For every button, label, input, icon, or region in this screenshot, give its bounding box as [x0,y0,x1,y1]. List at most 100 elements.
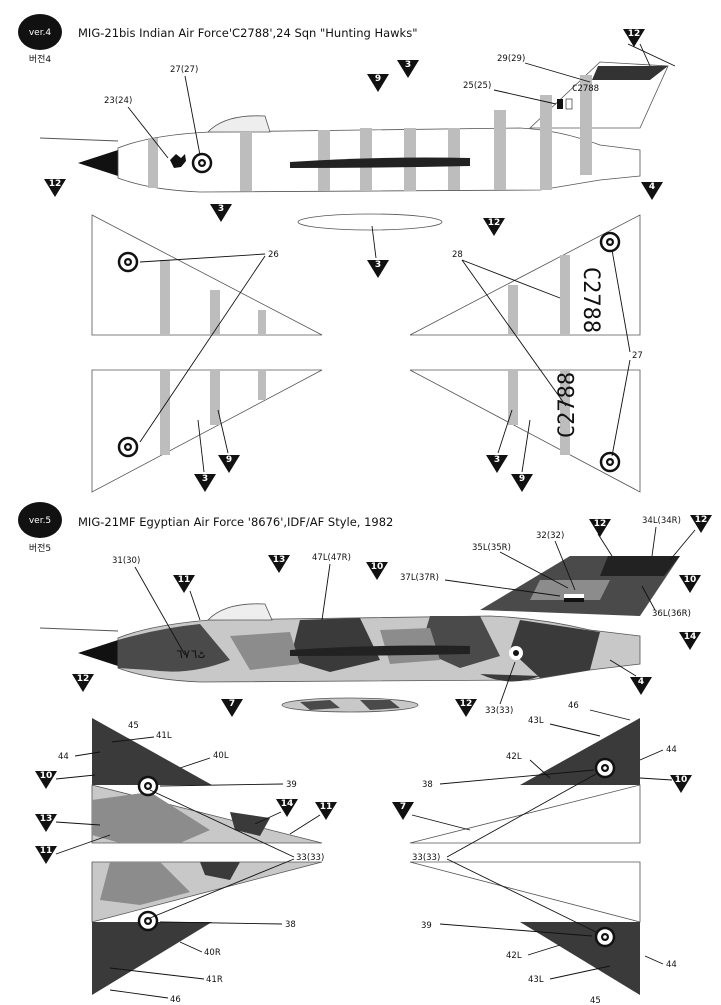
callout: 45 [590,996,601,1005]
wing-upper-right: C2788 [409,214,641,336]
svg-text:9: 9 [226,455,232,465]
svg-text:12: 12 [77,674,90,684]
scheme-title: MIG-21MF Egyptian Air Force '8676',IDF/A… [78,515,393,529]
svg-text:10: 10 [675,775,688,785]
svg-text:3: 3 [405,60,411,70]
marker-triangle: 12 [589,519,611,537]
wing-upper-left [91,214,323,336]
marker-triangle: 7 [392,802,414,820]
version-badge-label: ver.5 [29,516,51,526]
marker-triangle: 11 [173,575,195,593]
version-badge [18,14,62,50]
callout: 43L [528,975,544,985]
wing-serial: C2788 [578,267,603,333]
wing-lower-right: C2788 [409,369,641,493]
wing-serial: C2788 [555,372,580,438]
wing-lower-right-v5 [409,861,641,995]
wing-lower-left-v5 [91,861,323,995]
callout: 33(33) [485,706,513,716]
marker-triangle: 13 [268,555,290,573]
svg-text:13: 13 [273,555,286,565]
callout: 23(24) [104,96,132,106]
svg-text:10: 10 [684,575,697,585]
marker-triangle: 4 [630,677,652,695]
svg-text:7: 7 [229,699,235,709]
svg-text:3: 3 [202,474,208,484]
svg-text:13: 13 [40,814,53,824]
callout: 40R [204,948,221,958]
svg-text:4: 4 [649,182,655,192]
callout: 39 [286,780,297,790]
svg-text:9: 9 [519,474,525,484]
tail-serial: C2788 [572,84,599,94]
callout: 45 [128,721,139,731]
version-sublabel: 버전4 [29,54,52,65]
svg-text:12: 12 [460,699,473,709]
svg-text:11: 11 [40,846,53,856]
marker-triangle: 9 [511,474,533,492]
marker-triangle: 12 [455,699,477,717]
svg-text:12: 12 [594,519,607,529]
callout: 26 [268,250,279,260]
callout: 42L [506,752,522,762]
callout: 41R [206,975,223,985]
callout: 42L [506,951,522,961]
callout: 38 [285,920,296,930]
svg-text:12: 12 [695,515,708,525]
svg-text:11: 11 [178,575,191,585]
marker-triangle: 12 [483,218,505,236]
svg-text:3: 3 [218,204,224,214]
marker-triangle: 12 [690,515,712,533]
callout: 38 [422,780,433,790]
svg-text:12: 12 [628,29,641,39]
callout: 44 [666,745,677,755]
marker-triangle: 10 [670,775,692,793]
svg-text:7: 7 [400,802,406,812]
callout: 32(32) [536,531,564,541]
version-sublabel: 버전5 [29,543,51,554]
svg-text:10: 10 [371,562,384,572]
wing-upper-left-v5 [91,718,323,844]
svg-text:4: 4 [638,677,644,687]
callout: 31(30) [112,556,140,566]
callout: 29(29) [497,54,525,64]
callout: 35L(35R) [472,543,511,553]
marker-triangle: 9 [218,455,240,473]
scheme-title: MIG-21bis Indian Air Force'C2788',24 Sqn… [78,26,418,40]
callout: 25(25) [463,81,491,91]
marker-triangle: 3 [367,260,389,278]
fuselage-serial: ٹ٦٧٦ [176,647,206,661]
marker-triangle: 10 [679,575,701,593]
marker-triangle: 12 [623,29,645,47]
marker-triangle: 12 [72,674,94,692]
version-badge-label: ver.4 [29,28,52,38]
section-ver4: ver.4 버전4 MIG-21bis Indian Air Force'C27… [18,14,676,493]
marker-triangle: 14 [276,799,298,817]
callout: 28 [452,250,463,260]
svg-text:10: 10 [40,771,53,781]
marker-triangle: 12 [44,179,66,197]
svg-text:9: 9 [375,74,381,84]
marker-triangle: 11 [35,846,57,864]
marker-triangle: 14 [679,632,701,650]
callout: 37L(37R) [400,573,439,583]
callout: 33(33) [296,853,324,863]
side-profile-ver4: C2788 [39,61,669,231]
svg-text:3: 3 [375,260,381,270]
svg-text:12: 12 [488,218,501,228]
callout: 40L [213,751,229,761]
callout: 47L(47R) [312,553,351,563]
marker-triangle: 9 [367,74,389,92]
marker-triangle: 3 [210,204,232,222]
svg-text:14: 14 [281,799,294,809]
svg-text:3: 3 [494,455,500,465]
callout: 36L(36R) [652,609,691,619]
section-ver5: ver.5 버전5 MIG-21MF Egyptian Air Force '8… [18,502,712,1005]
marker-triangle: 11 [315,802,337,820]
callout: 43L [528,716,544,726]
callout: 39 [421,921,432,931]
marker-triangle: 3 [194,474,216,492]
callout: 41L [156,731,172,741]
marker-triangle: 13 [35,814,57,832]
